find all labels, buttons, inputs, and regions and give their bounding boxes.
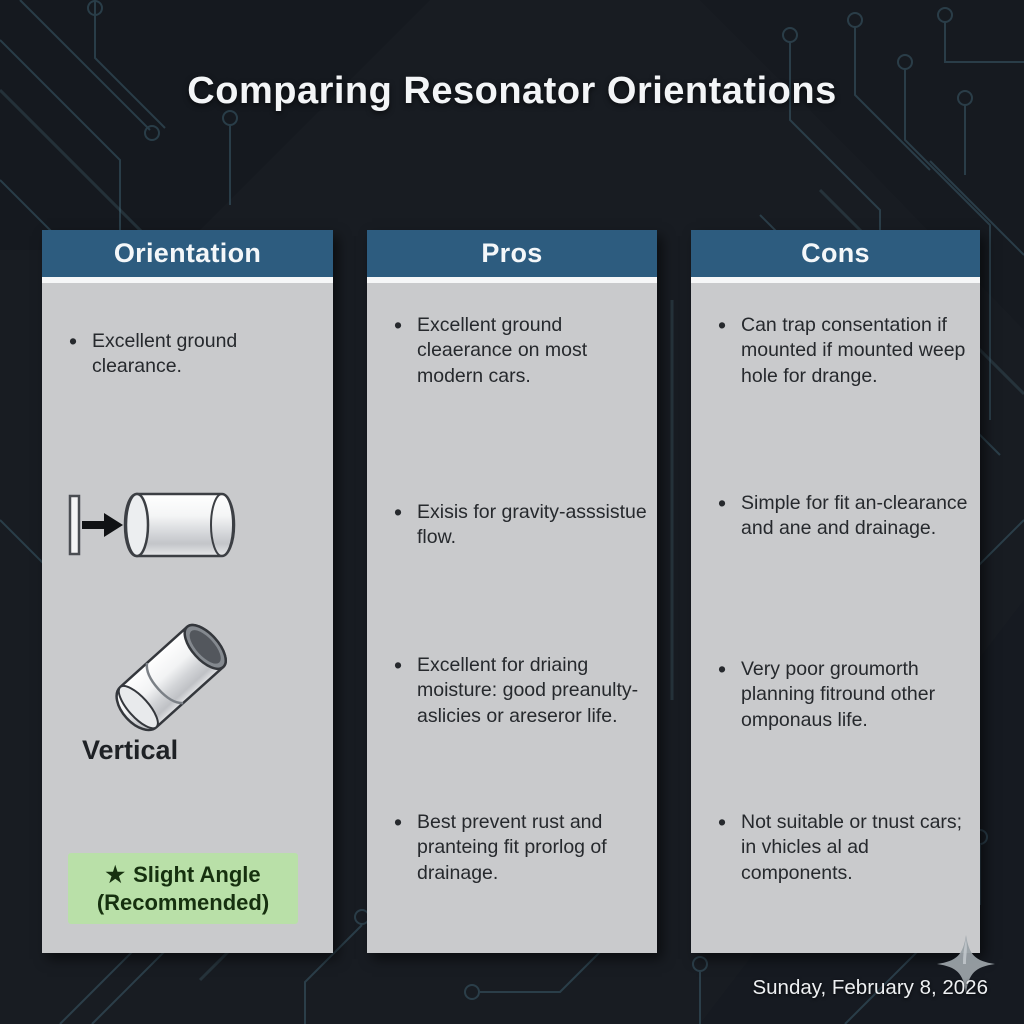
star-icon: ★ bbox=[105, 862, 126, 887]
list-item: Excellent for driaing moisture: good pre… bbox=[381, 651, 647, 729]
column-header-orientation: Orientation bbox=[42, 230, 333, 277]
column-cons: Cons Can trap consentation if mounted if… bbox=[691, 230, 980, 953]
list-item: Can trap consentation if mounted if moun… bbox=[705, 311, 970, 389]
header-separator bbox=[42, 277, 333, 283]
sparkle-icon bbox=[937, 935, 995, 993]
page-title: Comparing Resonator Orientations bbox=[187, 70, 837, 112]
column-orientation: Orientation Excellent ground clearance. bbox=[42, 230, 333, 953]
recommended-badge: ★ Slight Angle (Recommended) bbox=[68, 853, 298, 924]
recommended-label: Slight Angle bbox=[133, 862, 261, 887]
list-item: Excellent ground clearance. bbox=[56, 327, 323, 380]
list-item: Exisis for gravity-asssistue flow. bbox=[381, 498, 647, 551]
list-item: Very poor groumorth planning fitround ot… bbox=[705, 655, 970, 733]
horizontal-resonator-icon bbox=[68, 492, 236, 558]
column-body-pros: Excellent ground cleaerance on most mode… bbox=[367, 283, 657, 953]
column-header-pros: Pros bbox=[367, 230, 657, 277]
arrow-right-icon bbox=[82, 513, 123, 537]
column-header-cons: Cons bbox=[691, 230, 980, 277]
recommended-line1: ★ Slight Angle bbox=[68, 861, 298, 889]
column-body-cons: Can trap consentation if mounted if moun… bbox=[691, 283, 980, 953]
list-item: Simple for fit an-clearance and ane and … bbox=[705, 489, 970, 542]
column-pros: Pros Excellent ground cleaerance on most… bbox=[367, 230, 657, 953]
list-item: Not suitable or tnust cars; in vhicles a… bbox=[705, 808, 970, 886]
header-separator bbox=[691, 277, 980, 283]
list-item: Excellent ground cleaerance on most mode… bbox=[381, 311, 647, 389]
vertical-label: Vertical bbox=[82, 735, 179, 765]
column-body-orientation: Excellent ground clearance. bbox=[42, 283, 333, 953]
list-item: Best prevent rust and pranteing fit pror… bbox=[381, 808, 647, 886]
recommended-line2: (Recommended) bbox=[96, 889, 270, 915]
footer-date: Sunday, February 8, 2026 bbox=[752, 976, 988, 999]
angled-resonator-icon bbox=[115, 623, 227, 732]
header-separator bbox=[367, 277, 657, 283]
